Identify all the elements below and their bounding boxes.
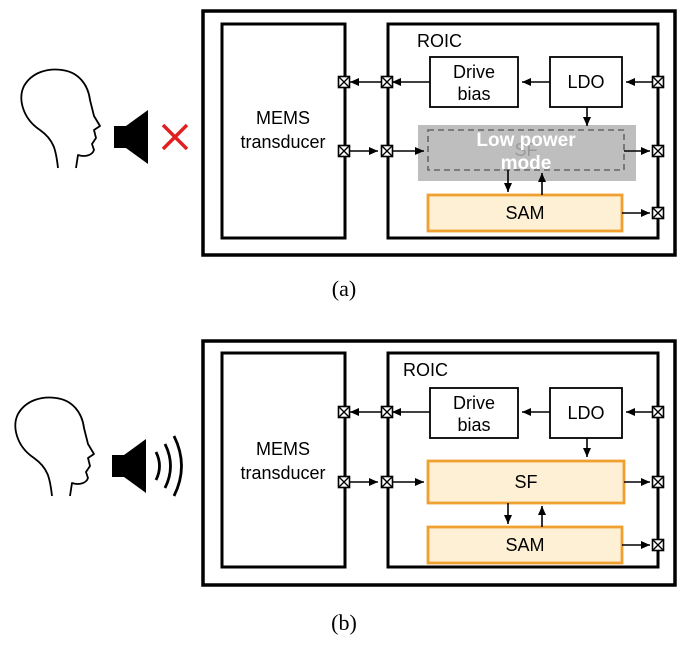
mems-label-line1: MEMS [256, 439, 310, 459]
roic-box [386, 351, 660, 569]
wires-b [350, 408, 652, 549]
speaker-sound-waves-icon [112, 435, 183, 497]
mems-label-line1: MEMS [256, 108, 310, 128]
head-profile-icon [14, 396, 95, 497]
red-x-icon [161, 123, 189, 151]
head-profile-icon [20, 68, 101, 169]
sam-label: SAM [505, 535, 544, 555]
mems-transducer-box [220, 351, 347, 569]
mems-label-line2: transducer [240, 132, 325, 152]
mems-label-line2: transducer [240, 463, 325, 483]
speaker-muted-icon [114, 110, 148, 164]
ldo-label: LDO [567, 72, 604, 92]
sf-block [426, 459, 626, 505]
drive-bias-block [429, 387, 519, 439]
caption-b: (b) [331, 610, 357, 635]
sf-label: SF [514, 472, 537, 492]
wires-a [350, 78, 652, 217]
drive-bias-line2: bias [457, 415, 490, 435]
drive-bias-line1: Drive [453, 393, 495, 413]
low-power-line2: mode [501, 153, 552, 174]
drive-bias-line1: Drive [453, 62, 495, 82]
panel-a: MEMS transducer ROIC Drive bias LDO SF L… [20, 9, 677, 301]
sf-label-ghost: SF [514, 140, 537, 160]
drive-bias-line2: bias [457, 84, 490, 104]
drive-bias-block [429, 56, 519, 108]
low-power-line1: Low power [476, 130, 576, 151]
sam-label: SAM [505, 203, 544, 223]
outer-frame [201, 9, 677, 257]
mems-transducer-box [220, 22, 347, 240]
caption-a: (a) [332, 276, 356, 301]
panel-b: MEMS transducer ROIC Drive bias LDO SF S… [14, 339, 677, 635]
roic-label: ROIC [403, 360, 448, 380]
ldo-label: LDO [567, 403, 604, 423]
ldo-block [549, 387, 623, 439]
ldo-block [549, 56, 623, 108]
outer-frame [201, 339, 677, 587]
roic-box [386, 22, 660, 240]
low-power-overlay [418, 125, 636, 181]
roic-label: ROIC [417, 31, 462, 51]
